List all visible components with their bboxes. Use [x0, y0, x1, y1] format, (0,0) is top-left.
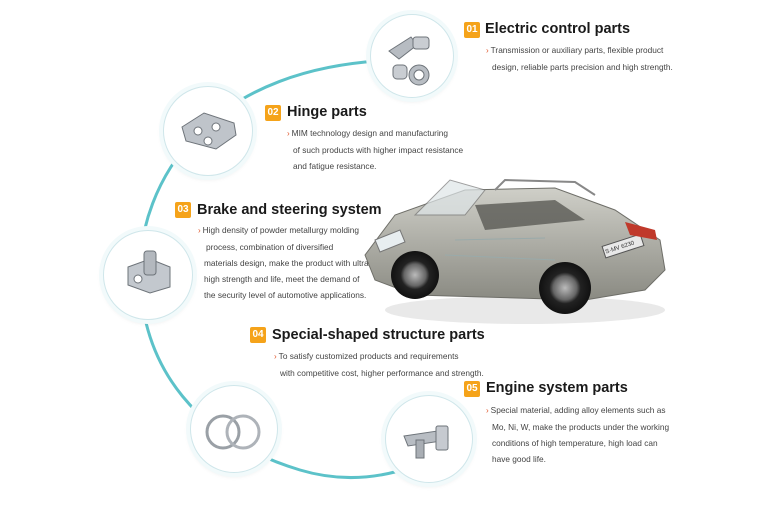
- section-description: ›To satisfy customized products and requ…: [274, 351, 484, 378]
- section-title: Engine system parts: [486, 380, 628, 396]
- car-illustration: [364, 178, 666, 324]
- chevron-right-icon: ›: [486, 46, 489, 55]
- chevron-right-icon: ›: [287, 129, 290, 138]
- section-number-badge: 05: [464, 381, 480, 397]
- gear-shaft-icon: [388, 36, 430, 86]
- section-title: Brake and steering system: [197, 202, 382, 218]
- node-electric-parts: [370, 14, 454, 98]
- section-number-badge: 03: [175, 202, 191, 218]
- chevron-right-icon: ›: [486, 406, 489, 415]
- section-number-badge: 04: [250, 327, 266, 343]
- section-description: ›MIM technology design and manufacturing…: [287, 128, 464, 171]
- node-engine-parts: [385, 395, 473, 483]
- section-title: Special-shaped structure parts: [272, 327, 485, 343]
- section-description: ›High density of powder metallurgy moldi…: [198, 225, 369, 300]
- rings-icon: [205, 414, 261, 450]
- section-number-badge: 02: [265, 105, 281, 121]
- section-description: ›Transmission or auxiliary parts, flexib…: [486, 45, 673, 72]
- node-brake-parts: [103, 230, 193, 320]
- node-structure-parts: [190, 385, 278, 473]
- chevron-right-icon: ›: [198, 226, 201, 235]
- section-description: ›Special material, adding alloy elements…: [486, 405, 670, 464]
- hinge-icon: [181, 112, 237, 150]
- section-title: Hinge parts: [287, 104, 367, 120]
- chevron-right-icon: ›: [274, 352, 277, 361]
- section-number-badge: 01: [464, 22, 480, 38]
- bracket-icon: [127, 250, 171, 294]
- section-title: Electric control parts: [485, 21, 631, 37]
- engine-part-icon: [403, 425, 449, 459]
- node-hinge-parts: [163, 86, 253, 176]
